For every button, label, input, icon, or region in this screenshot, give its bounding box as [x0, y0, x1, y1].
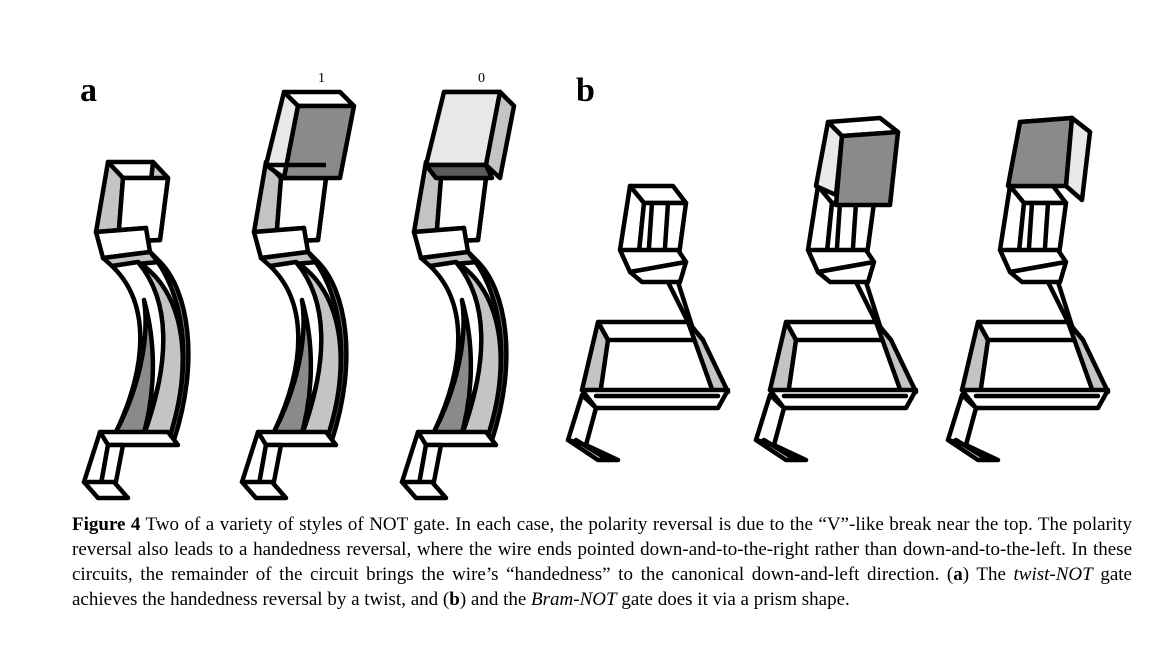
caption-text-4: ) and the: [459, 589, 532, 610]
caption-bram-not: Bram-NOT: [531, 589, 617, 610]
figure-drawing: [0, 89, 1170, 505]
caption-ref-a: a: [953, 564, 963, 585]
figure-4: a b 1 0: [0, 71, 1170, 505]
panel-label-b: b: [576, 72, 595, 109]
bit-label-zero: 0: [478, 71, 485, 86]
bram-not-gate-2: [756, 115, 916, 460]
caption-ref-b: b: [449, 589, 460, 610]
figure-caption: Figure 4 Two of a variety of styles of N…: [72, 512, 1132, 612]
caption-text-5: gate does it via a prism shape.: [616, 589, 850, 610]
bit-label-one: 1: [318, 71, 325, 86]
panel-label-a: a: [80, 72, 97, 109]
twist-not-gate-bit-0: [402, 89, 517, 498]
caption-text-2: ) The: [962, 564, 1014, 585]
caption-text-1: Two of a variety of styles of NOT gate. …: [72, 514, 1132, 585]
caption-twist-not: twist-NOT: [1013, 564, 1093, 585]
twist-not-gate-plain: [84, 162, 188, 498]
caption-text-3: gate achieves the handedness reversal by…: [72, 564, 1132, 610]
bram-not-gate-plain: [568, 186, 728, 460]
twist-not-gate-bit-1: [242, 89, 357, 498]
bram-not-gate-3: [948, 115, 1108, 460]
caption-figure-number: Figure 4: [72, 514, 141, 535]
